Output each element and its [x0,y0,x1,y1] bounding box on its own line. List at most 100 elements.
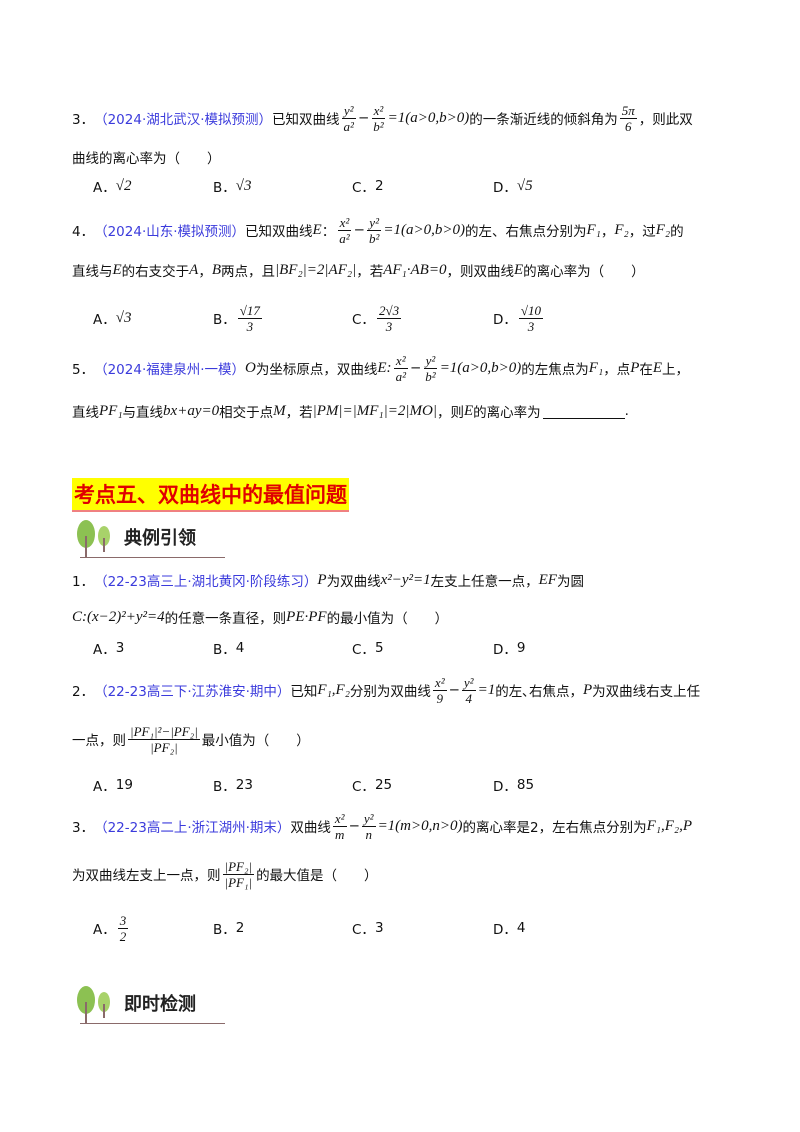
option-label: B． [213,312,236,328]
question-text: 直线与 [72,264,113,280]
question-text: ，则此双 [638,112,693,128]
question-text: 2 [374,178,384,194]
numerator: 3 [117,912,129,929]
math-expression: C:(x−2)²+y²=4 [72,608,165,625]
denominator: m [335,826,345,842]
question-source: （2024·山东·模拟预测） [94,224,246,240]
math-expression: B [211,261,222,278]
question-text: 为双曲线 [326,574,381,590]
numerator: x² [432,674,447,691]
math-expression: F₁,F₂ [317,681,350,698]
option-label: A． [93,642,116,658]
question-text: ，若 [356,264,384,280]
question-line: 曲线的离心率为（ ） [72,137,221,177]
question-text: 一点，则 [72,733,126,749]
option-b: B．4 [213,628,244,668]
question-text: 4 [516,920,526,936]
math-expression: E [513,261,524,278]
numerator: |PF₂| [222,858,255,875]
numerator: y² [461,674,476,691]
numerator: x² [371,102,386,119]
math-expression: AF₁·AB=0 [383,261,447,278]
question-text: ，点 [603,362,631,378]
question-text: 在 [639,362,653,378]
question-text: 分别为双曲线 [349,684,431,700]
tree-icon [77,520,110,558]
numerator: y² [341,102,356,119]
math-expression: M [273,402,286,419]
denominator: 2 [119,928,127,944]
question-text: 23 [235,777,253,793]
numerator: |PF₁|²−|PF₂| [128,723,200,740]
math-expression: A [189,261,199,278]
denominator: a² [395,368,406,384]
math-expression: √3 [235,177,252,194]
question-source: （22-23高三上·湖北黄冈·阶段练习） [94,574,318,590]
numerator: 5π [619,102,637,119]
answer-blank [542,404,625,419]
question-text: 曲线的离心率为（ ） [72,151,221,167]
fraction: |PF₁|²−|PF₂||PF₂| [128,724,200,755]
option-c: C．25 [352,765,392,805]
math-expression: F₂ [655,221,671,238]
banner-title: 即时检测 [124,994,196,1015]
option-label: B． [213,922,236,938]
question-text: ， [198,264,212,280]
denominator: 4 [465,690,472,706]
math-expression: F₂ [614,221,629,238]
option-label: C． [352,180,375,196]
question-text: 5． [72,362,95,378]
question-text: − [448,682,460,698]
question-text: 两点，且 [221,264,276,280]
question-text: 9 [516,640,526,656]
denominator: a² [343,118,354,134]
option-c: C．3 [352,908,384,948]
math-expression: √2 [115,177,132,194]
section-title: 考点五、双曲线中的最值问题 [72,478,349,512]
option-b: B．√3 [213,166,252,206]
question-text: 已知双曲线 [272,112,340,128]
question-text: ， [600,224,615,240]
option-a: A．√3 [93,298,131,338]
math-expression: x²−y²=1 [380,571,431,588]
question-text: 上， [662,362,690,378]
question-text: . [624,403,629,419]
option-a: A．√2 [93,166,131,206]
numerator: x² [332,810,347,827]
option-label: A． [93,180,116,196]
denominator: 3 [527,318,535,334]
math-expression: E [463,402,474,419]
question-text: 3 [115,640,125,656]
question-text: 的最大值是（ ） [256,868,378,884]
math-expression: E: [377,359,392,376]
option-b: B．23 [213,765,253,805]
option-label: D． [493,922,517,938]
question-text: 为坐标原点，双曲线 [255,362,378,378]
math-expression: PE·PF [286,608,327,625]
math-expression: E [652,359,663,376]
question-source: （22-23高三下·江苏淮安·期中） [94,684,291,700]
question-text: ，则 [436,405,464,421]
question-text: − [409,360,422,376]
math-expression: PF₁ [99,402,123,419]
question-text: 的 [670,224,684,240]
question-text: 1． [72,574,95,590]
banner-examples: 典例引领 [72,516,227,558]
question-text: − [353,222,365,238]
